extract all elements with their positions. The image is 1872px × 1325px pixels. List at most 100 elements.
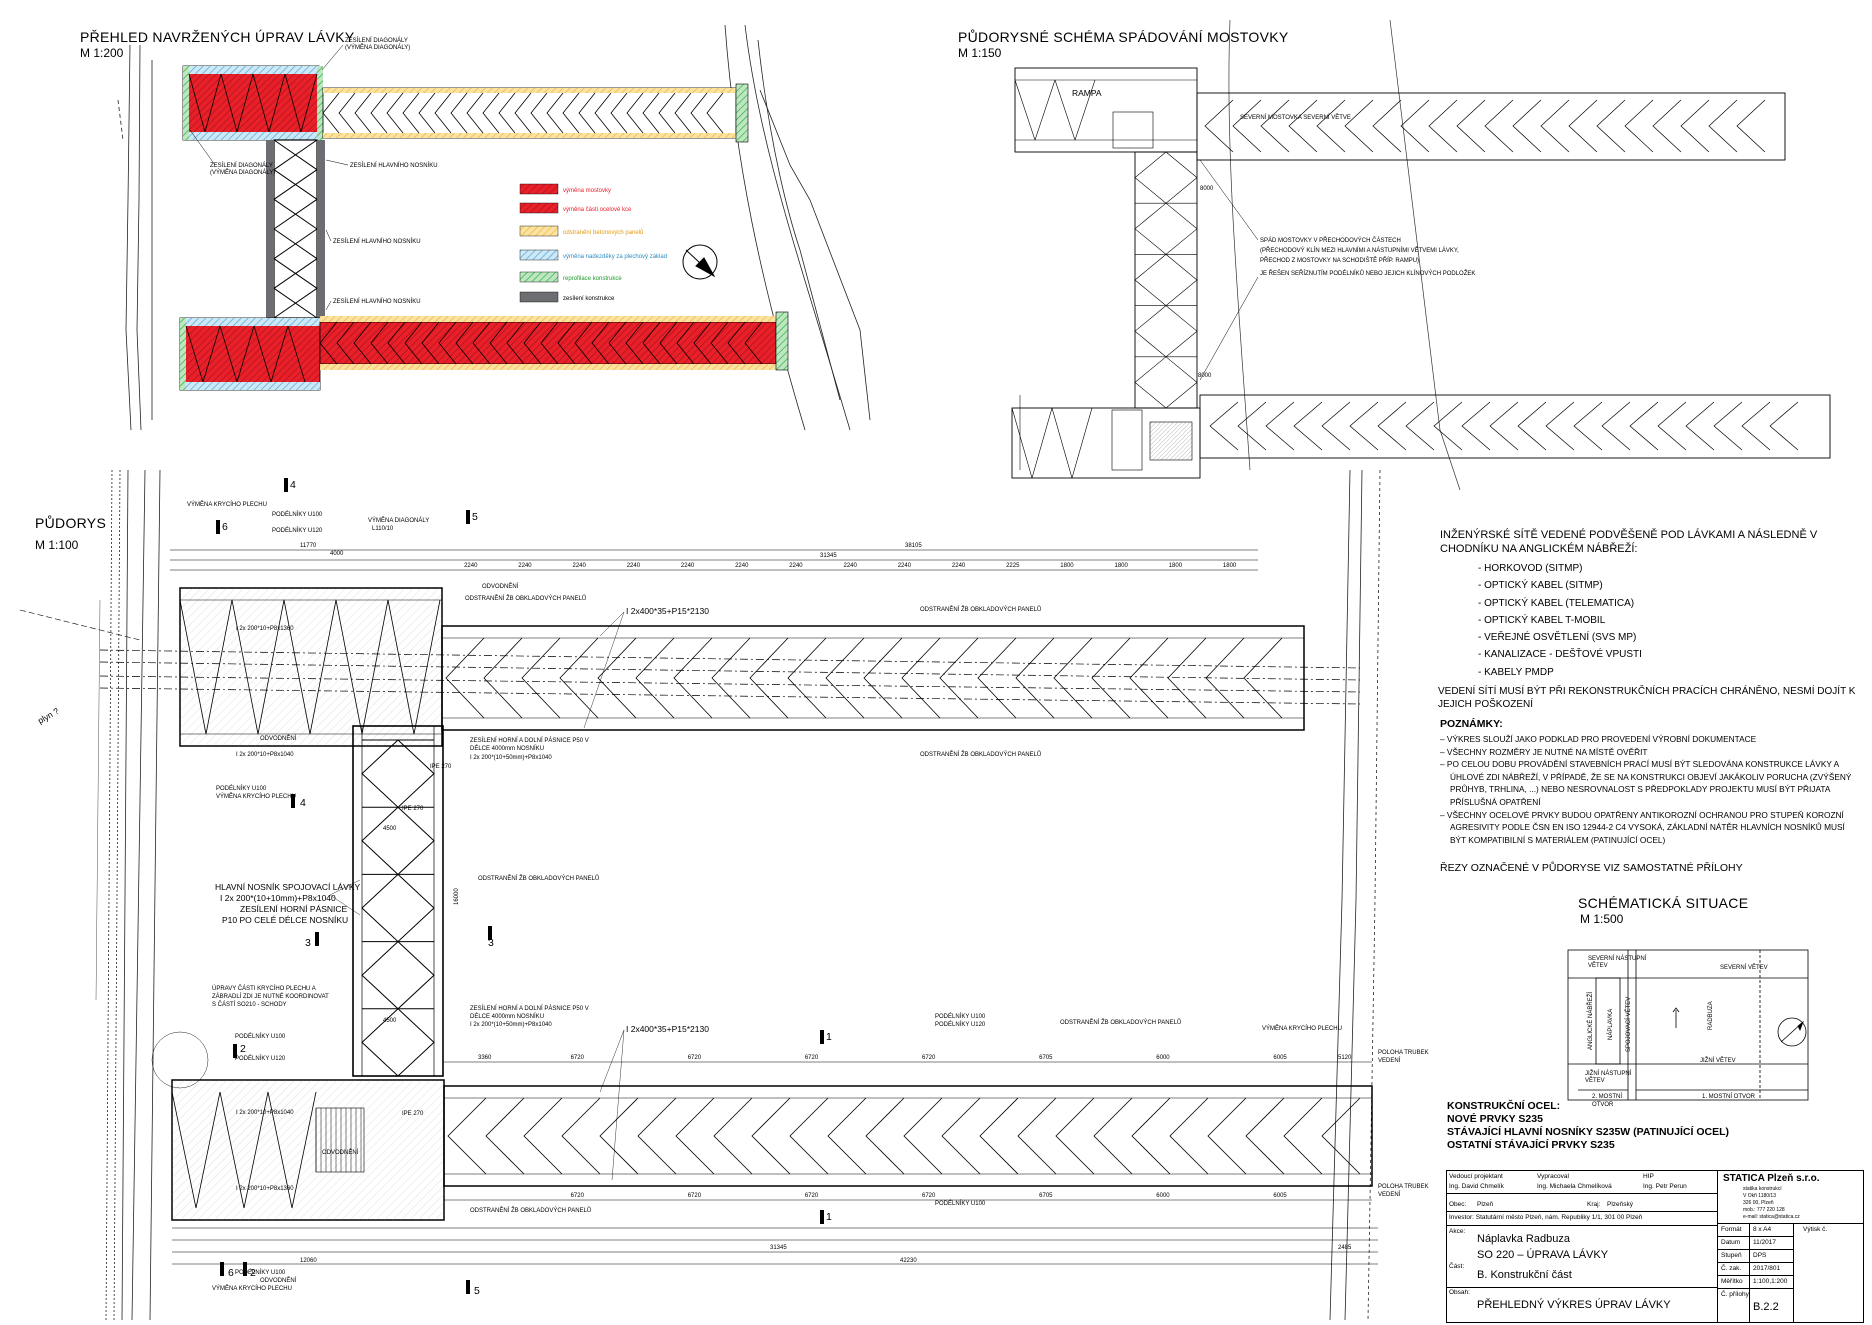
truss-chevron xyxy=(1245,1097,1285,1175)
truss-chevron xyxy=(941,1097,981,1175)
truss-chevron xyxy=(450,92,468,134)
tb-akce: SO 220 – ÚPRAVA LÁVKY xyxy=(1477,1249,1609,1261)
compass-icon xyxy=(1672,1007,1680,1028)
truss-chevron xyxy=(1484,99,1514,153)
truss-chevron xyxy=(1237,401,1267,451)
truss-diamond xyxy=(1134,202,1198,255)
list-item: KANALIZACE - DEŠŤOVÉ VPUSTI xyxy=(1478,646,1860,663)
podelnik-label: PODÉLNÍKY U100 xyxy=(235,1269,286,1276)
truss-chevron xyxy=(562,92,580,134)
ipe-label: IPE 270 xyxy=(402,1111,424,1117)
truss-chevron xyxy=(1349,401,1379,451)
truss-chevron xyxy=(1055,1097,1095,1175)
dim-label: 4000 xyxy=(330,551,344,557)
list-item: VEŘEJNÉ OSVĚTLENÍ (SVS MP) xyxy=(1478,629,1860,646)
truss-chevron xyxy=(1540,99,1570,153)
truss-chevron xyxy=(713,1097,753,1175)
overview-view: PŘEHLED NAVRŽENÝCH ÚPRAV LÁVKY M 1:200 xyxy=(80,24,871,431)
section-number: 2 xyxy=(240,1043,246,1055)
tb-value: 11/2017 xyxy=(1753,1239,1777,1246)
truss-diagonal xyxy=(291,1091,317,1209)
dim-label: 6000 xyxy=(1156,1055,1170,1061)
truss-chevron xyxy=(711,637,751,719)
dim-label: 3360 xyxy=(478,1055,492,1061)
truss-chevron xyxy=(1736,99,1766,153)
truss-chevron xyxy=(1512,99,1542,153)
truss-diagonal xyxy=(185,325,204,383)
truss-chevron xyxy=(447,1097,487,1175)
truss-chevron xyxy=(1091,637,1131,719)
truss-diagonal xyxy=(270,325,289,383)
truss-chevron xyxy=(863,637,903,719)
plan-scale: M 1:100 xyxy=(35,538,79,552)
tb-label: Obsah: xyxy=(1449,1289,1470,1296)
truss-diagonal xyxy=(257,599,285,735)
truss-chevron xyxy=(322,92,340,134)
tb-value: 8 x A4 xyxy=(1753,1226,1772,1233)
truss-diagonal xyxy=(1014,79,1036,141)
dim-label: 6720 xyxy=(688,1193,702,1199)
truss-diagonal xyxy=(273,169,318,200)
truss-chevron xyxy=(483,637,523,719)
dim-label: 1800 xyxy=(1223,563,1237,569)
truss-diagonal xyxy=(231,599,259,735)
nosnik-label: P10 PO CELÉ DÉLCE NOSNÍKU xyxy=(222,915,348,925)
tb-cast: B. Konstrukční část xyxy=(1477,1269,1572,1281)
truss-diagonal xyxy=(202,325,221,383)
situation-label: SEVERNÍ NÁSTUPNÍ xyxy=(1588,955,1647,962)
networks-note: VEDENÍ SÍTÍ MUSÍ BÝT PŘI REKONSTRUKČNÍCH… xyxy=(1438,686,1856,711)
truss-chevron xyxy=(370,92,388,134)
truss-chevron xyxy=(523,321,542,365)
drainage-connecting-deck xyxy=(1134,151,1198,409)
list-item: OPTICKÝ KABEL (TELEMATICA) xyxy=(1478,595,1860,612)
situation-label: VĚTEV xyxy=(1585,1076,1605,1084)
truss-diagonal xyxy=(1011,407,1033,479)
podelnik-label: PODÉLNÍKY U100 xyxy=(216,785,267,792)
section-marker: 3 xyxy=(488,926,494,949)
section-marker: 2 xyxy=(243,1262,256,1279)
notes-list: VÝKRES SLOUŽÍ JAKO PODKLAD PRO PROVEDENÍ… xyxy=(1440,733,1860,846)
truss-chevron xyxy=(472,321,491,365)
tb-label: Akce: xyxy=(1449,1228,1466,1235)
truss-diamond xyxy=(361,739,435,808)
truss-diagonal xyxy=(273,287,318,319)
section-marker: 6 xyxy=(216,520,228,534)
list-item: OPTICKÝ KABEL (SITMP) xyxy=(1478,577,1860,594)
truss-chevron xyxy=(1461,401,1491,451)
truss-diamond xyxy=(1134,151,1198,204)
situation-label: ANGLICKÉ NÁBŘEŽÍ xyxy=(1586,992,1594,1050)
dim-label: 1800 xyxy=(1060,563,1074,569)
overview-right-bank xyxy=(724,24,871,431)
truss-diagonal xyxy=(188,73,206,133)
list-item: HORKOVOD (SITMP) xyxy=(1478,560,1860,577)
truss-chevron xyxy=(1131,1097,1171,1175)
truss-chevron xyxy=(597,637,637,719)
dim-label: 31345 xyxy=(820,553,837,559)
list-item: OPTICKÝ KABEL T-MOBIL xyxy=(1478,612,1860,629)
truss-chevron xyxy=(1573,401,1603,451)
situation-label: JIŽNÍ NÁSTUPNÍ xyxy=(1585,1069,1632,1077)
overview-legend: výměna mostovky výměna části ocelové kce… xyxy=(519,183,667,303)
ov-label-nosnik2: ZESÍLENÍ HLAVNÍHO NOSNÍKU xyxy=(333,238,421,245)
truss-chevron xyxy=(557,321,576,365)
dim-label: 42230 xyxy=(900,1258,917,1264)
list-item: KABELY PMDP xyxy=(1478,664,1860,681)
section-marker: 4 xyxy=(291,794,306,809)
section-number: 4 xyxy=(300,797,306,809)
drainage-note-4: JE ŘEŠEN SEŘÍZNUTÍM PODÉLNÍKŮ NEBO JEJIC… xyxy=(1260,269,1475,277)
truss-diagonal xyxy=(171,1091,197,1209)
drainage-dim-1: 8000 xyxy=(1200,186,1214,192)
situation-title: SCHÉMATICKÁ SITUACE xyxy=(1578,895,1748,911)
drainage-note-1: SPÁD MOSTOVKY V PŘECHODOVÝCH ČÁSTECH xyxy=(1260,236,1401,244)
truss-chevron xyxy=(825,637,865,719)
pasnice-label: DÉLCE 4000mm NOSNÍKU xyxy=(470,745,544,752)
truss-chevron xyxy=(1601,401,1631,451)
pasnice-label: ZESÍLENÍ HORNÍ A DOLNÍ PÁSNICE P50 V xyxy=(470,1005,589,1012)
plan-dimension-top xyxy=(170,549,1258,571)
section-number: 1 xyxy=(826,1211,832,1223)
drainage-south-deck xyxy=(1011,394,1831,479)
legend-item: výměna mostovky xyxy=(519,183,611,195)
truss-chevron xyxy=(977,637,1017,719)
truss-chevron xyxy=(608,321,627,365)
